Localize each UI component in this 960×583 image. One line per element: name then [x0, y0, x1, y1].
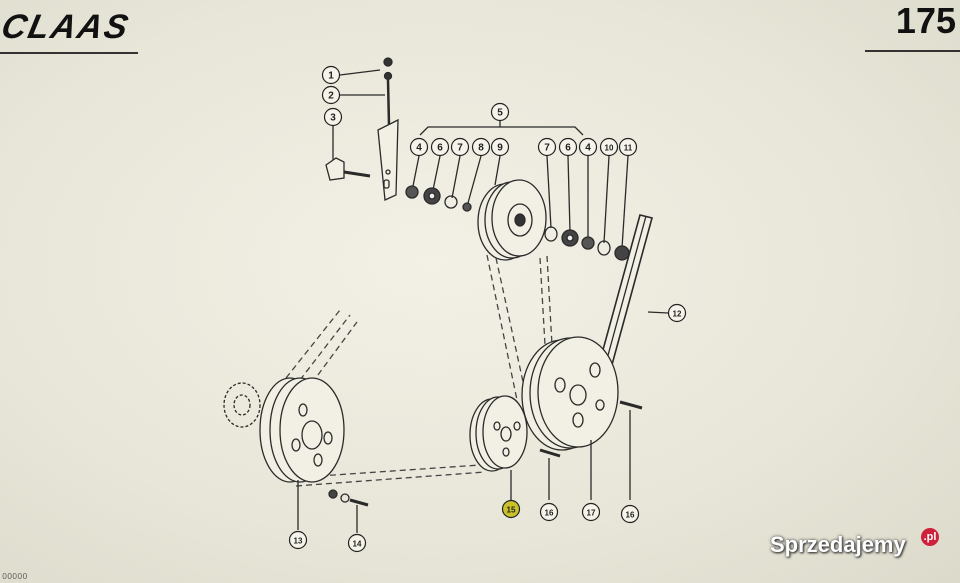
- callout-label: 4: [416, 143, 422, 154]
- callout-11: 11: [618, 137, 638, 157]
- callout-circle: [618, 137, 638, 157]
- callout-circle: [409, 137, 429, 157]
- callout-circle: [323, 107, 343, 127]
- callout-circle: [667, 303, 687, 323]
- callout-label: 13: [294, 537, 303, 546]
- callout-label: 7: [544, 143, 550, 154]
- callout-label: 16: [626, 511, 635, 520]
- callout-label: 2: [328, 91, 334, 102]
- callout-10: 10: [599, 137, 619, 157]
- callout-circle: [578, 137, 598, 157]
- callout-circle: [599, 137, 619, 157]
- callout-label: 6: [437, 143, 443, 154]
- callout-circle: [347, 533, 367, 553]
- callout-label: 9: [497, 143, 503, 154]
- callout-circle: [581, 502, 601, 522]
- callout-5: 5: [490, 102, 510, 122]
- sprocket: [223, 382, 261, 428]
- callout-circle: [558, 137, 578, 157]
- pulley-9: [477, 179, 547, 261]
- callout-3: 3: [323, 107, 343, 127]
- callout-label: 6: [565, 143, 571, 154]
- watermark-badge: .pl: [921, 528, 939, 546]
- v-belt-12: [597, 214, 653, 374]
- callout-15: 15: [501, 499, 521, 519]
- callout-13: 13: [288, 530, 308, 550]
- callout-circle: [490, 137, 510, 157]
- callout-label: 11: [624, 144, 633, 153]
- callout-circle: [501, 499, 521, 519]
- callout-6: 6: [558, 137, 578, 157]
- callout-circle: [430, 137, 450, 157]
- brand-underline: [0, 52, 138, 54]
- callout-circle: [537, 137, 557, 157]
- callout-8: 8: [471, 137, 491, 157]
- callout-label: 14: [353, 540, 362, 549]
- callout-circle: [321, 65, 341, 85]
- callout-label: 4: [585, 143, 591, 154]
- callout-4: 4: [409, 137, 429, 157]
- callout-label: 8: [478, 143, 484, 154]
- callout-circle: [471, 137, 491, 157]
- callout-label: 12: [673, 310, 682, 319]
- callout-label: 17: [587, 509, 596, 518]
- callout-2: 2: [321, 85, 341, 105]
- callout-label: 5: [497, 108, 503, 119]
- callout-label: 3: [330, 113, 336, 124]
- callout-label: 15: [507, 506, 516, 515]
- callout-circle: [321, 85, 341, 105]
- callout-label: 16: [545, 509, 554, 518]
- callout-16: 16: [620, 504, 640, 524]
- callout-label: 7: [457, 143, 463, 154]
- watermark-text: Sprzedajemy: [770, 532, 906, 557]
- callout-circle: [450, 137, 470, 157]
- callout-14: 14: [347, 533, 367, 553]
- callout-label: 1: [328, 71, 334, 82]
- callout-17: 17: [581, 502, 601, 522]
- callout-16: 16: [539, 502, 559, 522]
- pulley-17: [521, 336, 619, 451]
- callout-7: 7: [537, 137, 557, 157]
- page-number-underline: [865, 50, 960, 52]
- callout-circle: [620, 504, 640, 524]
- callout-label: 10: [605, 144, 614, 153]
- callout-12: 12: [667, 303, 687, 323]
- callout-9: 9: [490, 137, 510, 157]
- callout-4: 4: [578, 137, 598, 157]
- corner-text: 00000: [2, 572, 28, 581]
- pulley-13: [259, 377, 345, 483]
- callout-circle: [490, 102, 510, 122]
- callout-6: 6: [430, 137, 450, 157]
- bracket-assembly: [325, 57, 399, 201]
- callout-circle: [288, 530, 308, 550]
- page-number: 175: [895, 0, 956, 41]
- callout-circle: [539, 502, 559, 522]
- callout-7: 7: [450, 137, 470, 157]
- pulley-15: [469, 395, 528, 472]
- callout-1: 1: [321, 65, 341, 85]
